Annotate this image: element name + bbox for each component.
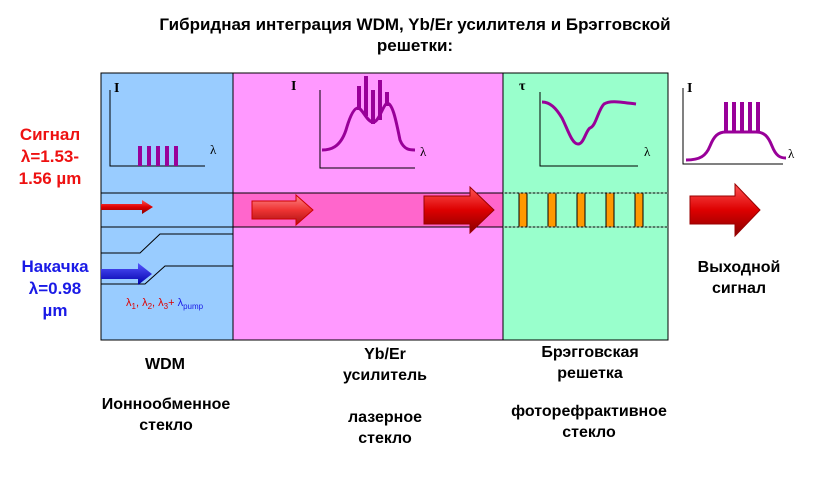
lambda-2-sub: 2 (148, 302, 153, 311)
output-label-line-1: Выходной (697, 259, 781, 276)
inset-y-label: τ (519, 79, 526, 94)
inset-bragg-spectrum: τ λ (519, 79, 651, 167)
wdm-caption: WDM (100, 354, 230, 375)
bragg-material: фоторефрактивное стекло (482, 401, 696, 443)
inset-amplifier-spectrum: I λ (291, 76, 427, 169)
bragg-material-line-1: фоторефрактивное (511, 403, 667, 420)
lambda-2: λ (142, 297, 148, 309)
grating-tooth (518, 192, 528, 228)
pump-coupler-lower (101, 265, 233, 285)
amplified-arrow-small (251, 193, 314, 227)
signal-label: Сигнал λ=1.53- 1.56 µm (8, 124, 92, 190)
bragg-caption: Брэгговская решетка (515, 342, 665, 384)
signal-label-line-1: Сигнал (19, 125, 81, 144)
grating-tooth (634, 192, 644, 228)
sep-1: , (136, 297, 142, 309)
lambda-3: λ (158, 297, 164, 309)
amplifier-material: лазерное стекло (320, 407, 450, 449)
pump-input-arrow (101, 263, 152, 285)
signal-label-line-2: λ=1.53- (20, 147, 80, 166)
spectrum-line (371, 90, 375, 124)
output-curve (685, 130, 787, 162)
lambda-1: λ (126, 297, 132, 309)
output-label-line-2: сигнал (711, 280, 767, 297)
bragg-name-line-2: решетка (557, 365, 623, 382)
spectrum-line (378, 80, 382, 120)
inset-axes (682, 88, 783, 165)
sep-2: , (152, 297, 158, 309)
amplifier-material-line-2: стекло (358, 430, 412, 447)
page-title: Гибридная интеграция WDM, Yb/Er усилител… (80, 14, 750, 56)
pump-label: Накачка λ=0.98 µm (8, 256, 102, 322)
wdm-material-line-2: стекло (139, 417, 193, 434)
spectrum-line (357, 86, 361, 110)
inset-axes (319, 90, 415, 169)
spectrum-line (756, 102, 760, 132)
inset-y-label: I (687, 81, 692, 96)
grating-tooth (605, 192, 615, 228)
amplifier-caption: Yb/Er усилитель (320, 344, 450, 386)
pump-coupler-upper (101, 233, 233, 254)
inset-axes (539, 92, 638, 167)
grating-tooth (547, 192, 557, 228)
signal-label-line-3: 1.56 µm (18, 169, 82, 188)
spectrum-line (147, 146, 151, 166)
spectrum-line (156, 146, 160, 166)
bragg-material-line-2: стекло (562, 424, 616, 441)
amplified-arrow-large (423, 185, 495, 235)
inset-x-label: λ (210, 142, 217, 157)
output-arrow (689, 182, 761, 238)
lambda-3-sub: 3 (164, 302, 169, 311)
amplifier-name-line-2: усилитель (343, 367, 427, 384)
spectrum-line (748, 102, 752, 132)
wdm-material-line-1: Ионнообменное (101, 396, 231, 413)
spectrum-line (165, 146, 169, 166)
inset-y-label: I (114, 81, 119, 96)
output-label: Выходной сигнал (676, 257, 802, 299)
spectrum-line (385, 92, 389, 106)
lambda-pump-sub: pump (183, 302, 204, 311)
title-line-2: решетки: (376, 36, 454, 55)
inset-y-label: I (291, 79, 296, 94)
pump-label-line-1: Накачка (21, 257, 89, 276)
inset-output-spectrum: I λ (682, 81, 795, 165)
plus: + (168, 297, 177, 309)
spectrum-line (174, 146, 178, 166)
spectrum-line (724, 102, 728, 132)
pump-label-line-3: µm (42, 301, 68, 320)
spectrum-line (138, 146, 142, 166)
delay-curve (541, 100, 637, 146)
pump-label-line-2: λ=0.98 (28, 279, 82, 298)
bragg-name-line-1: Брэгговская (541, 344, 639, 361)
title-line-1: Гибридная интеграция WDM, Yb/Er усилител… (159, 15, 671, 34)
grating-tooth (576, 192, 586, 228)
inset-x-label: λ (644, 144, 651, 159)
lambda-pump: λ (178, 297, 184, 309)
wdm-name: WDM (145, 356, 185, 373)
lambda-1-sub: 1 (132, 302, 137, 311)
spectrum-line (732, 102, 736, 132)
inset-x-label: λ (420, 144, 427, 159)
spectrum-line (364, 76, 368, 116)
amplifier-material-line-1: лазерное (347, 409, 422, 426)
spectrum-line (740, 102, 744, 132)
inset-wdm-spectrum: I λ (109, 81, 217, 167)
signal-input-arrow (101, 200, 153, 214)
wdm-material: Ионнообменное стекло (76, 394, 256, 436)
wavelength-note: λ1, λ2, λ3+ λpump (126, 297, 204, 311)
inset-axes (109, 90, 205, 167)
inset-x-label: λ (788, 146, 795, 161)
amplifier-name-line-1: Yb/Er (364, 346, 406, 363)
